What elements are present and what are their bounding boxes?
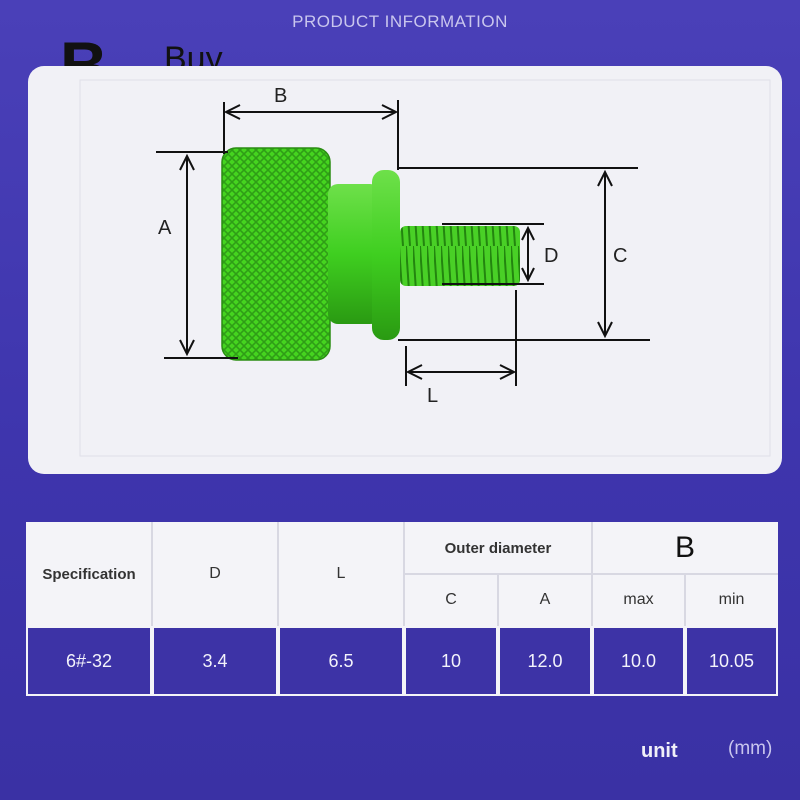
unit-value: (mm) bbox=[728, 738, 773, 759]
label-a: A bbox=[158, 217, 172, 239]
label-l: L bbox=[427, 385, 438, 407]
cell-max: 10.0 bbox=[594, 628, 683, 694]
header-max: max bbox=[623, 591, 654, 608]
page-title: PRODUCT INFORMATION bbox=[292, 12, 508, 31]
screw-neck bbox=[328, 184, 380, 324]
grid-line bbox=[684, 574, 686, 626]
label-b: B bbox=[274, 85, 287, 107]
cell-d: 3.4 bbox=[154, 628, 276, 694]
grid-line bbox=[497, 574, 499, 626]
header-c: C bbox=[445, 591, 457, 608]
dimension-diagram-card: A B C D L bbox=[28, 66, 782, 474]
grid-line bbox=[277, 522, 279, 626]
header-specification: Specification bbox=[42, 565, 136, 583]
grid-line bbox=[151, 522, 153, 626]
cell-c: 10 bbox=[406, 628, 496, 694]
screw-head bbox=[222, 148, 330, 360]
header-a: A bbox=[539, 591, 551, 608]
dimension-lines bbox=[156, 100, 650, 386]
unit-label: unit bbox=[641, 740, 678, 762]
screw-thread bbox=[400, 226, 520, 286]
header-l: L bbox=[336, 565, 346, 582]
header-outer-diameter: Outer diameter bbox=[444, 539, 552, 557]
cell-specification: 6#-32 bbox=[28, 628, 150, 694]
header-d: D bbox=[209, 565, 221, 582]
diagram-frame bbox=[79, 79, 771, 457]
header-b: B bbox=[674, 531, 695, 564]
grid-line bbox=[404, 573, 778, 575]
label-d: D bbox=[544, 245, 558, 267]
screw-collar bbox=[372, 170, 400, 340]
cell-min: 10.05 bbox=[687, 628, 776, 694]
spec-table: Specification D L Outer diameter B C A m… bbox=[26, 522, 778, 696]
label-c: C bbox=[613, 245, 627, 267]
dimension-diagram: A B C D L bbox=[79, 79, 771, 457]
cell-a: 12.0 bbox=[500, 628, 590, 694]
cell-l: 6.5 bbox=[280, 628, 402, 694]
header-min: min bbox=[718, 591, 745, 608]
